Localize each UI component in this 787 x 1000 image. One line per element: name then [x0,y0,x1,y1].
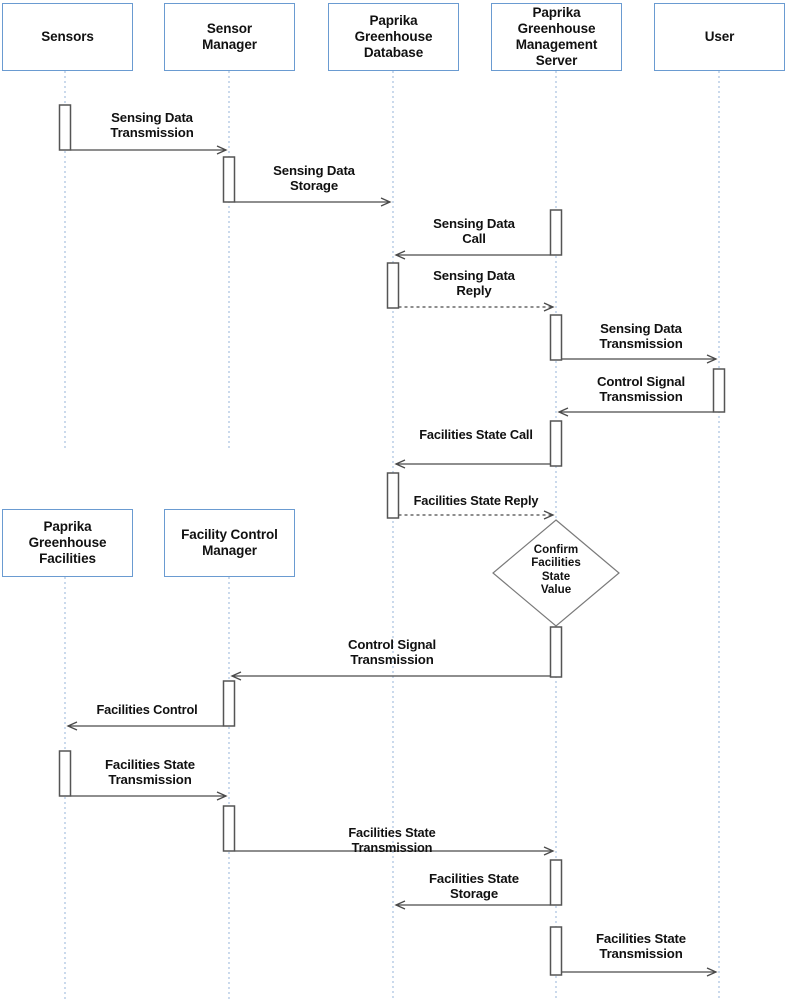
activation-bar-act-database-2 [386,472,400,519]
activation-bar-act-server-3 [549,420,563,467]
activation-bar-act-server-6 [549,926,563,976]
activation-bar-act-server-2 [549,314,563,361]
decision-diamond[interactable] [492,519,620,627]
lifeline-box-paprika-greenhouse-database[interactable]: Paprika Greenhouse Database [328,3,459,71]
activation-bar-act-server-5 [549,859,563,906]
activations-layer [58,104,726,976]
lifeline-box-paprika-greenhouse-facilities[interactable]: Paprika Greenhouse Facilities [2,509,133,577]
activation-bar-act-facility-control-manager-2 [222,805,236,852]
activation-bar-act-database-1 [386,262,400,309]
lifeline-box-label: Facility Control Manager [181,527,278,558]
activation-bar-act-server-4 [549,626,563,678]
lifeline-box-sensors[interactable]: Sensors [2,3,133,71]
lifeline-box-sensor-manager[interactable]: Sensor Manager [164,3,295,71]
activation-bar-act-sensor-manager-1 [222,156,236,203]
activation-bar-act-facility-control-manager-1 [222,680,236,727]
decision-layer [492,519,620,627]
activation-bar-act-facilities-1 [58,750,72,797]
lifeline-box-label: User [704,29,735,45]
lifeline-box-paprika-greenhouse-management-server[interactable]: Paprika Greenhouse Management Server [491,3,622,71]
activation-bar-act-sensors-1 [58,104,72,151]
lifeline-box-label: Sensor Manager [202,21,257,52]
lifeline-box-label: Paprika Greenhouse Database [354,13,433,60]
activation-bar-act-user-1 [712,368,726,413]
lifeline-box-facility-control-manager[interactable]: Facility Control Manager [164,509,295,577]
messages-layer [66,145,718,977]
lifeline-box-label: Sensors [41,29,94,45]
lifeline-box-label: Paprika Greenhouse Management Server [515,5,598,68]
activation-bar-act-server-1 [549,209,563,256]
lifeline-box-user[interactable]: User [654,3,785,71]
lifeline-box-label: Paprika Greenhouse Facilities [28,519,107,566]
